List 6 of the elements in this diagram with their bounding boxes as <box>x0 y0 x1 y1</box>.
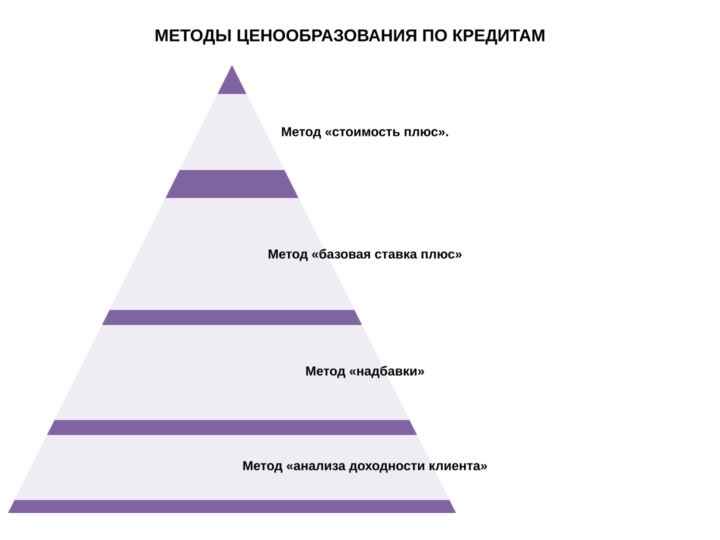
node-label: Метод «стоимость плюс». <box>282 127 448 139</box>
pyramid-tier: Метод «надбавки» <box>54 325 424 420</box>
title: МЕТОДЫ ЦЕНООБРАЗОВАНИЯ ПО КРЕДИТАМ <box>156 29 544 45</box>
pyramid-tier: Метод «стоимость плюс». <box>180 94 448 170</box>
pyramid-tier: Метод «базовая ставка плюс» <box>110 198 462 310</box>
pyramid-tier: Метод «анализа доходности клиента» <box>14 434 487 500</box>
